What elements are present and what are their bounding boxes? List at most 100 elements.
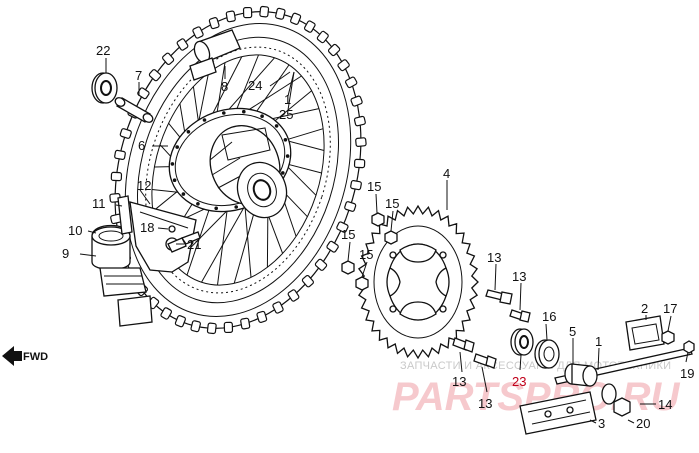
- label-11: 11: [92, 196, 106, 211]
- tire-knob: [114, 149, 126, 160]
- label-13-d: 13: [478, 396, 492, 411]
- tire-knob: [344, 201, 357, 212]
- fwd-label: FWD: [23, 351, 48, 363]
- tire-knob: [208, 17, 220, 30]
- tire-knob: [162, 52, 175, 65]
- part-16-seal: [534, 339, 560, 369]
- tire-knob: [119, 128, 132, 139]
- label-24: 24: [248, 78, 262, 93]
- part-14-washer: [601, 383, 617, 405]
- tire-knob: [355, 137, 367, 147]
- part-23-bearing: [510, 328, 534, 356]
- tire-knob: [240, 317, 251, 330]
- label-14: 14: [658, 397, 672, 412]
- label-7: 7: [135, 68, 142, 83]
- tire-knob: [225, 10, 236, 23]
- fwd-indicator: FWD: [2, 346, 48, 366]
- tire-knob: [316, 30, 329, 44]
- part-17-nut: [661, 330, 675, 345]
- label-16: 16: [542, 309, 556, 324]
- hub-hole: [242, 109, 246, 114]
- label-15-a: 15: [367, 179, 381, 194]
- tire-knob: [290, 12, 302, 25]
- label-9: 9: [62, 246, 69, 261]
- part-2-plate: [625, 315, 665, 351]
- hub-hole: [181, 192, 186, 196]
- label-22: 22: [96, 43, 110, 58]
- tire-knob: [148, 69, 162, 82]
- tire-knob: [275, 7, 286, 20]
- tire-knob: [301, 275, 314, 288]
- tire-knob: [256, 310, 268, 323]
- label-1-top: 1: [284, 92, 291, 107]
- label-17: 17: [663, 301, 677, 316]
- label-13-b: 13: [512, 269, 526, 284]
- part-18-washer: [168, 225, 176, 233]
- hub-hole: [234, 205, 238, 209]
- part-5-collar: [564, 363, 598, 387]
- hub-hole: [260, 114, 264, 118]
- part-7-spacer: [114, 97, 154, 123]
- tire-knob: [176, 38, 189, 51]
- tire-knob: [190, 320, 201, 333]
- tire-knob: [336, 221, 349, 233]
- tire-knob: [174, 315, 186, 328]
- label-15-b: 15: [385, 196, 399, 211]
- hub-hole: [222, 111, 226, 115]
- hub-hole: [170, 162, 175, 166]
- label-23: 23: [512, 374, 526, 389]
- tire-knob: [287, 289, 300, 302]
- part-21-bolt: [167, 231, 201, 253]
- label-4: 4: [443, 166, 450, 181]
- tire-knob: [326, 240, 339, 253]
- hub-hole: [281, 171, 285, 175]
- tire-knob: [223, 321, 234, 334]
- hub-hole: [202, 118, 207, 122]
- label-20: 20: [636, 416, 650, 431]
- tire-knob: [353, 115, 366, 127]
- label-10: 10: [68, 223, 82, 238]
- label-2: 2: [641, 301, 648, 316]
- hub-hole: [214, 206, 218, 211]
- label-13-a: 13: [487, 250, 501, 265]
- tire-knob: [160, 307, 173, 320]
- tire-knob: [337, 59, 350, 72]
- hub-hole: [283, 138, 288, 142]
- label-8: 8: [221, 79, 228, 94]
- tire-knob: [206, 322, 217, 335]
- label-15-d: 15: [359, 247, 373, 262]
- hub-hole: [274, 124, 279, 128]
- rear-wheel-assembly: [109, 5, 367, 335]
- label-6: 6: [138, 138, 145, 153]
- tire-knob: [242, 6, 253, 19]
- part-number-labels: 22 7 8 24 1 25 6 12 11 10 9 18 21 4 15 1…: [62, 43, 694, 431]
- part-22-bearing: [91, 72, 118, 104]
- hub-hole: [172, 178, 177, 182]
- label-3: 3: [598, 416, 605, 431]
- label-12: 12: [137, 178, 151, 193]
- label-21: 21: [187, 237, 201, 252]
- tire-knob: [345, 76, 358, 89]
- hub-hole: [175, 145, 179, 149]
- tire-knob: [259, 5, 270, 18]
- part-9-10-brake-panel: [91, 224, 153, 327]
- label-1: 1: [595, 334, 602, 349]
- fwd-arrow-icon: [2, 346, 22, 366]
- hub-hole: [196, 202, 200, 206]
- tire-knob: [350, 95, 363, 107]
- part-19-cap: [683, 340, 695, 354]
- part-13-bolts-lower: [452, 337, 497, 369]
- tire-knob: [192, 26, 204, 39]
- part-20-nut: [613, 397, 631, 417]
- hub-hole: [186, 130, 191, 134]
- tire-knob: [350, 180, 362, 191]
- label-19: 19: [680, 366, 694, 381]
- leader-lines: [79, 58, 689, 424]
- tire-knob: [303, 20, 316, 33]
- label-18: 18: [140, 220, 154, 235]
- part-13-bolts-upper: [485, 289, 531, 323]
- tire-knob: [327, 43, 341, 57]
- tire-knob: [110, 171, 123, 182]
- hub-hole: [285, 154, 290, 158]
